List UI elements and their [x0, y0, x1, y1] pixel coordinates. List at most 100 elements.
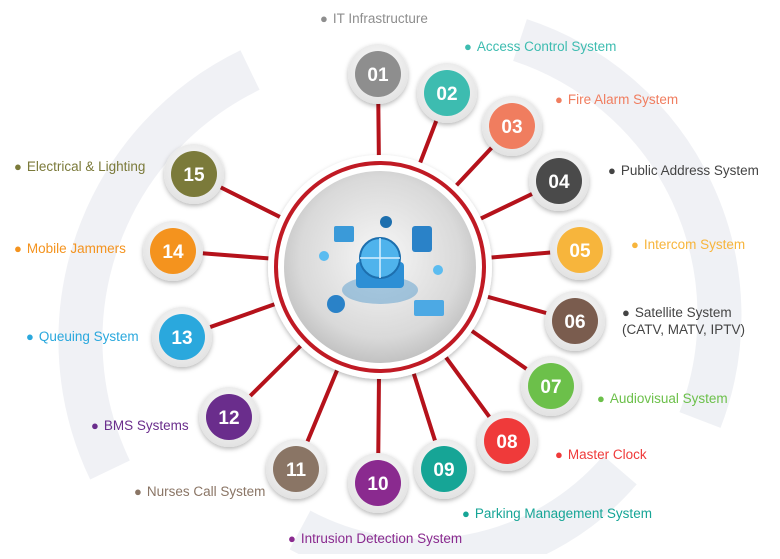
label-text: Satellite System (CATV, MATV, IPTV)	[622, 305, 746, 337]
label-item-05: ● Intercom System	[631, 236, 745, 253]
badge-number: 02	[436, 84, 457, 105]
badge-disc	[159, 314, 205, 360]
badge-15: 15	[164, 144, 224, 204]
signal-node-icon	[433, 265, 443, 275]
center-hub	[268, 155, 492, 379]
badge-03: 03	[482, 96, 542, 156]
label-text: Nurses Call System	[146, 484, 266, 499]
bullet-dot-icon: ●	[91, 418, 99, 433]
gear-icon	[327, 295, 345, 313]
label-item-01: ● IT Infrastructure	[320, 10, 428, 27]
bullet-dot-icon: ●	[555, 447, 563, 462]
badge-disc	[273, 446, 319, 492]
desk-icon	[414, 300, 444, 316]
bullet-dot-icon: ●	[608, 163, 616, 178]
badge-14: 14	[143, 221, 203, 281]
bullet-dot-icon: ●	[26, 329, 34, 344]
badge-disc	[489, 103, 535, 149]
badge-disc	[355, 460, 401, 506]
badge-disc	[484, 418, 530, 464]
bullet-dot-icon: ●	[555, 92, 563, 107]
globe-grid	[360, 238, 400, 278]
label-item-10: ● Intrusion Detection System	[288, 530, 462, 547]
label-item-15: ● Electrical & Lighting	[14, 158, 145, 175]
badge-disc	[552, 298, 598, 344]
smart-building-network-illustration	[319, 216, 444, 316]
badge-disc	[150, 228, 196, 274]
label-text: BMS Systems	[103, 418, 189, 433]
label-text: Mobile Jammers	[26, 241, 126, 256]
bullet-dot-icon: ●	[464, 39, 472, 54]
label-text: Queuing System	[38, 329, 139, 344]
badge-number: 04	[548, 172, 570, 193]
badge-disc	[536, 158, 582, 204]
badge-number: 11	[286, 460, 307, 481]
label-item-11: ●Nurses Call System	[134, 483, 265, 500]
badge-disc	[528, 363, 574, 409]
badge-number: 12	[218, 408, 239, 429]
bullet-dot-icon: ●	[14, 241, 22, 256]
label-text: Parking Management System	[474, 506, 652, 521]
bullet-dot-icon: ●	[622, 305, 630, 320]
badge-disc	[424, 70, 470, 116]
cloud-node-icon	[319, 251, 329, 261]
hub-ring	[274, 161, 486, 373]
label-text: Access Control System	[476, 39, 617, 54]
label-item-08: ● Master Clock	[555, 446, 647, 463]
badge-09: 09	[414, 439, 474, 499]
label-item-04: ● Public Address System	[608, 162, 759, 179]
phone-icon	[412, 226, 432, 252]
label-text: IT Infrastructure	[332, 11, 428, 26]
bullet-dot-icon: ●	[320, 11, 328, 26]
badge-05: 05	[550, 220, 610, 280]
label-text: Master Clock	[567, 447, 647, 462]
label-item-07: ●Audiovisual System	[597, 390, 728, 407]
label-text: Electrical & Lighting	[26, 159, 146, 174]
badge-number: 03	[501, 117, 522, 138]
badge-number: 08	[496, 432, 517, 453]
badge-10: 10	[348, 453, 408, 513]
bullet-dot-icon: ●	[288, 531, 296, 546]
badge-02: 02	[417, 63, 477, 123]
label-item-02: ● Access Control System	[464, 38, 616, 55]
bullet-dot-icon: ●	[631, 237, 639, 252]
badge-number: 05	[569, 241, 591, 262]
bullet-dot-icon: ●	[14, 159, 22, 174]
badge-number: 13	[171, 328, 192, 349]
badge-01: 01	[348, 44, 408, 104]
badge-disc	[206, 394, 252, 440]
badge-13: 13	[152, 307, 212, 367]
badge-11: 11	[266, 439, 326, 499]
label-item-14: ● Mobile Jammers	[14, 240, 126, 257]
label-text: Fire Alarm System	[567, 92, 679, 107]
number-badges: 01 02 03 04 05 06 07 08 09 10 11 12 13 14 15	[143, 44, 610, 513]
badge-04: 04	[529, 151, 589, 211]
badge-disc	[557, 227, 603, 273]
label-text: Public Address System	[620, 163, 759, 178]
badge-number: 14	[162, 242, 184, 263]
label-item-12: ● BMS Systems	[91, 417, 189, 434]
badge-number: 15	[183, 165, 205, 186]
badge-06: 06	[545, 291, 605, 351]
monitor-icon	[334, 226, 354, 242]
badge-number: 06	[564, 312, 585, 333]
badge-disc	[421, 446, 467, 492]
label-text: Intercom System	[643, 237, 746, 252]
label-text: Intrusion Detection System	[300, 531, 463, 546]
badge-07: 07	[521, 356, 581, 416]
badge-disc	[171, 151, 217, 197]
badge-number: 01	[367, 65, 389, 86]
badge-number: 09	[433, 460, 454, 481]
bullet-dot-icon: ●	[462, 506, 470, 521]
bullet-dot-icon: ●	[597, 391, 605, 406]
badge-number: 10	[367, 474, 388, 495]
badge-number: 07	[540, 377, 561, 398]
label-item-13: ● Queuing System	[26, 328, 139, 345]
badge-disc	[355, 51, 401, 97]
wifi-tower-icon	[380, 216, 392, 228]
badge-12: 12	[199, 387, 259, 447]
label-item-06: ●Satellite System (CATV, MATV, IPTV)	[622, 304, 772, 338]
label-item-09: ● Parking Management System	[462, 505, 652, 522]
